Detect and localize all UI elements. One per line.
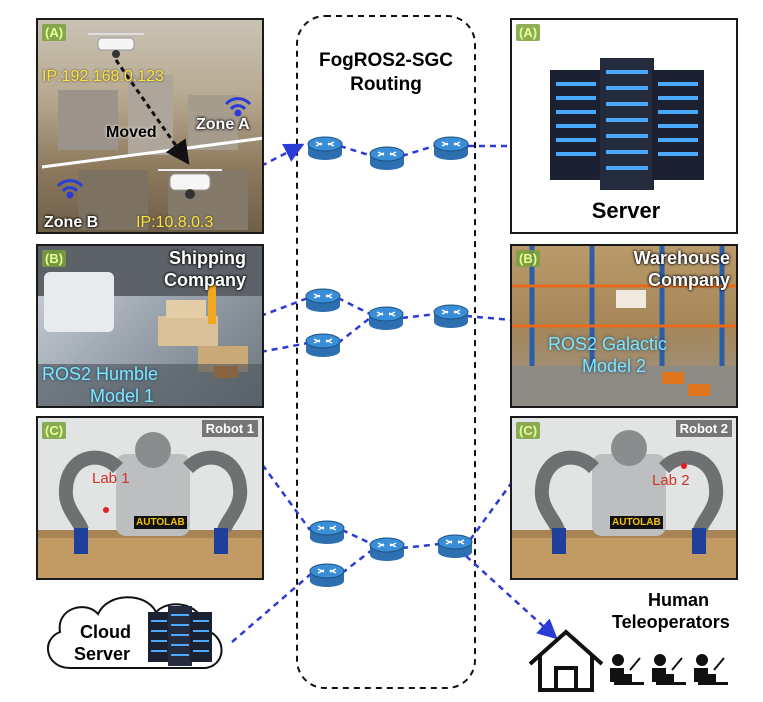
panel-tag: (A): [42, 24, 67, 41]
router-icon: [305, 288, 341, 312]
panel-tag: (A): [516, 24, 541, 41]
router-icon: [309, 563, 345, 587]
link-b3-b4: [401, 312, 437, 320]
link-c4-robot2: [468, 477, 517, 541]
ip-top-label: IP:192.168.0.123: [42, 68, 164, 85]
cloud-label-line2: Server: [74, 644, 131, 664]
zone-b-label: Zone B: [44, 214, 99, 231]
panel-tag: (C): [42, 422, 67, 439]
robot-label: Robot 1: [201, 420, 258, 437]
shipping-scene: [38, 246, 262, 406]
company-label-line1: Warehouse: [633, 248, 730, 268]
panel-tag: (C): [516, 422, 541, 439]
ip-bottom-label: IP:10.8.0.3: [136, 214, 214, 231]
link-a1-a2: [339, 144, 373, 158]
link-robot1-c1: [254, 455, 312, 531]
autolab-logo: AUTOLAB: [610, 516, 663, 529]
warehouse-panel: (B) Warehouse Company ROS2 Galactic Mode…: [510, 244, 738, 408]
link-c1-c3: [341, 528, 373, 546]
link-b1-b3: [337, 296, 371, 316]
lab-label: Lab 2: [652, 472, 690, 489]
link-shipping-b2: [249, 341, 309, 356]
routing-title-line2: Routing: [350, 74, 422, 95]
routing-title-line1: FogROS2-SGC: [318, 50, 454, 71]
autolab-logo: AUTOLAB: [134, 516, 187, 529]
wifi-icon-zone-a: [224, 97, 252, 117]
router-icon: [433, 136, 469, 160]
robot1-panel: (C) Robot 1 Lab 1 AUTOLAB: [36, 416, 264, 580]
cloud-label-line1: Cloud: [80, 622, 131, 642]
router-icon: [437, 534, 473, 558]
link-b4-warehouse: [465, 314, 513, 322]
robot2-scene: [512, 418, 736, 578]
shipping-panel: (B) Shipping Company ROS2 Humble Model 1: [36, 244, 264, 408]
link-a2-a3: [401, 144, 435, 158]
drone-top: [88, 33, 144, 58]
company-label-line2: Company: [163, 270, 246, 290]
robot2-panel: (C) Robot 2 Lab 2 AUTOLAB: [510, 416, 738, 580]
robot-label: Robot 2: [675, 420, 732, 437]
routing-region: [296, 15, 476, 689]
house-icon: [528, 629, 604, 692]
cloud-server-rack-icon: [148, 606, 212, 666]
robot1-scene: [38, 418, 262, 578]
drone-bottom: [158, 169, 222, 199]
router-icon: [309, 520, 345, 544]
router-icon: [433, 304, 469, 328]
server-rack-icon: [550, 58, 704, 190]
operator-icons: [610, 654, 728, 685]
model-label-line1: ROS2 Galactic: [548, 334, 668, 354]
drone-panel: (A) IP:192.168.0.123 Moved Zone A Zone B…: [36, 18, 264, 234]
router-icon: [305, 333, 341, 357]
model-label-line1: ROS2 Humble: [42, 364, 159, 384]
router-icon: [369, 146, 405, 170]
drone-scene: [41, 33, 262, 230]
server-panel: (A) Server: [510, 18, 738, 234]
wifi-icon-zone-b: [56, 179, 84, 199]
lab-label: Lab 1: [92, 470, 130, 487]
link-b2-b3: [337, 317, 371, 344]
warehouse-scene: [512, 246, 736, 406]
human-label-line1: Human: [648, 590, 710, 610]
panel-tag: (B): [516, 250, 541, 267]
company-label-line2: Company: [647, 270, 730, 290]
human-label-line2: Teleoperators: [612, 612, 730, 632]
moved-label: Moved: [106, 124, 157, 141]
router-icon: [368, 306, 404, 330]
model-label-line2: Model 1: [90, 386, 155, 406]
router-icon: [307, 136, 343, 160]
panel-tag: (B): [42, 250, 67, 267]
router-icon: [369, 537, 405, 561]
model-label-line2: Model 2: [582, 356, 647, 376]
link-c4-human: [465, 555, 558, 640]
zone-a-label: Zone A: [196, 116, 250, 133]
link-cloud-c2: [231, 572, 313, 643]
server-label: Server: [591, 198, 661, 223]
company-label-line1: Shipping: [169, 248, 246, 268]
